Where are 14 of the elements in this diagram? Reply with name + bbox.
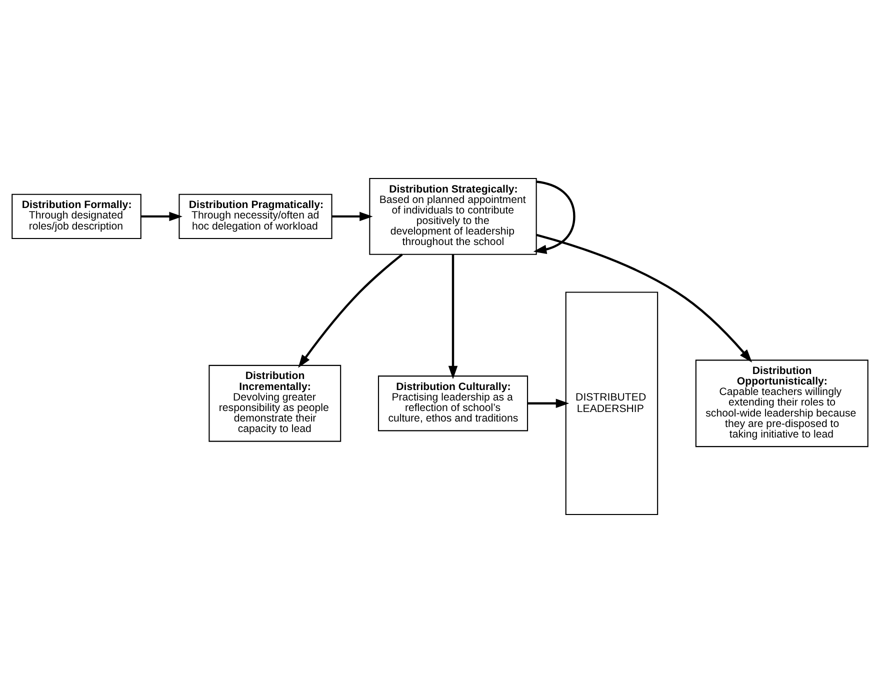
node-box: Distribution Opportunistically: Capable teachers willingly extending their roles to school-wide leadership because they are pre-disposed to taking initiative to lead [695,359,868,447]
arrow [141,211,182,221]
node-box: Distribution Pragmatically: Through necessity/often ad hoc delegation of workload [178,193,332,239]
arrow [448,254,458,379]
node-box: Distribution Formally: Through designated roles/job description [12,193,142,239]
node-box: Distribution Culturally: Practising leadership as a reflection of school’s culture, ethos and traditions [378,375,528,431]
arrow [332,211,373,221]
arrow [533,180,576,254]
arrow [298,253,403,368]
node-box: Distribution Incrementally: Devolving greater responsibility as people demonstrate their capacity to lead [208,364,342,442]
node-box: Distribution Strategically: Based on planned appointment of individuals to contribute positively to the development of leadership throughout the school [369,178,537,254]
arrow [528,398,570,408]
arrow [536,233,752,362]
node-box: DISTRIBUTED LEADERSHIP [565,291,658,514]
